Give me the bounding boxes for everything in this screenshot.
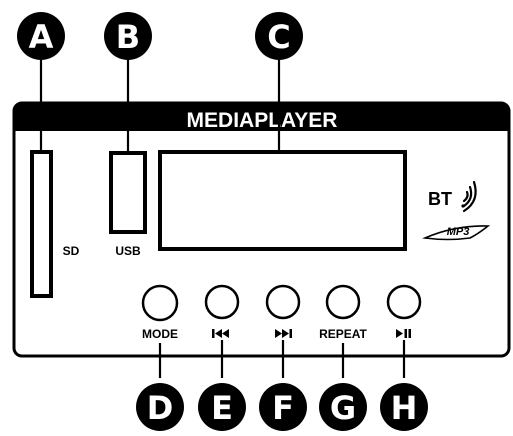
usb-label: USB	[115, 244, 141, 258]
next-button-circle[interactable]	[265, 284, 301, 320]
leader-lines	[39, 60, 406, 378]
sd-label: SD	[63, 244, 80, 258]
button-prev[interactable]	[204, 284, 240, 338]
callout-a: A	[17, 12, 65, 60]
callout-f: F	[259, 383, 307, 431]
callout-c-letter: C	[267, 18, 290, 56]
prev-button-circle[interactable]	[204, 284, 240, 320]
display-screen	[158, 150, 407, 251]
skip-previous-icon	[212, 329, 229, 338]
callout-d-letter: D	[147, 389, 174, 427]
button-next[interactable]	[265, 284, 301, 338]
button-play-pause[interactable]	[386, 284, 422, 338]
bluetooth-wave-icon	[461, 180, 477, 213]
callout-h-letter: H	[391, 389, 418, 427]
skip-next-icon	[275, 329, 292, 338]
panel-title: MEDIAPLAYER	[187, 109, 338, 132]
callout-h: H	[380, 383, 428, 431]
mode-button-label: MODE	[142, 327, 178, 341]
bt-label: BT	[428, 189, 452, 209]
play-pause-icon	[396, 329, 411, 338]
repeat-button-label: REPEAT	[319, 327, 367, 341]
callout-f-letter: F	[272, 389, 294, 427]
mp3-label: MP3	[447, 226, 470, 238]
callout-e-letter: E	[211, 389, 233, 427]
button-repeat[interactable]: REPEAT	[319, 284, 368, 341]
callout-c: C	[255, 12, 303, 60]
callout-a-letter: A	[29, 18, 54, 56]
callout-g: G	[319, 383, 367, 431]
callout-b: B	[104, 12, 152, 60]
callout-b-letter: B	[116, 18, 140, 56]
sd-slot	[30, 150, 53, 298]
mode-button-circle[interactable]	[141, 284, 179, 322]
mp3-logo: MP3	[422, 225, 491, 241]
callout-e: E	[198, 383, 246, 431]
button-mode[interactable]: MODE	[141, 284, 179, 341]
callout-g-letter: G	[330, 389, 356, 427]
panel-header-bar	[14, 103, 509, 131]
repeat-button-circle[interactable]	[325, 284, 361, 320]
usb-port	[109, 151, 147, 234]
callout-d: D	[136, 383, 184, 431]
play-pause-button-circle[interactable]	[386, 284, 422, 320]
